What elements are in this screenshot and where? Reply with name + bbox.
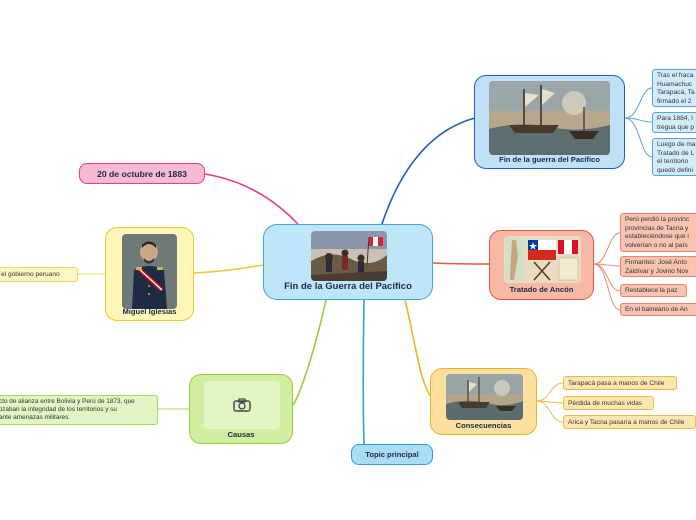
link-tratado-4	[593, 263, 621, 311]
central-topic[interactable]: Fin de la Guerra del Pacífico	[263, 224, 433, 300]
link-fin-3	[624, 117, 653, 158]
date-label: 20 de octubre de 1883	[97, 168, 187, 179]
topic-principal-node[interactable]: Topic principal	[351, 444, 433, 465]
tratado-item-3[interactable]: Restablece la paz	[620, 284, 687, 297]
consecuencias-image	[446, 374, 523, 420]
link-fin-guerra	[381, 117, 476, 225]
link-fin-2	[624, 117, 653, 123]
tratado-item-2[interactable]: Firmantes: José Anto Zaldívar y Jovino N…	[620, 256, 696, 277]
iglesias-node[interactable]: Miguel Iglesias	[105, 227, 194, 321]
link-tratado-1	[593, 232, 621, 265]
consecuencias-item-3[interactable]: Arica y Tacna pasaría a manos de Chile	[563, 415, 696, 429]
causas-node[interactable]: Causas	[189, 374, 293, 444]
link-fin-1	[624, 87, 653, 119]
link-topic	[362, 299, 365, 445]
tratado-item-1[interactable]: Perú perdió la provinc provincias de Tac…	[620, 213, 696, 252]
camera-icon	[233, 398, 251, 412]
fin-guerra-item-2[interactable]: Para 1884, I tregua que p	[652, 112, 696, 133]
tratado-item-4[interactable]: En el balneario de An	[620, 303, 696, 316]
consecuencias-item-2[interactable]: Pérdida de muchas vidas	[563, 396, 654, 410]
central-title: Fin de la Guerra del Pacífico	[284, 281, 412, 292]
fin-guerra-node[interactable]: Fin de la guerra del Pacífico	[474, 75, 625, 169]
consecuencias-item-1[interactable]: Tarapacá pasa a manos de Chile	[563, 376, 677, 390]
consecuencias-title: Consecuencias	[455, 421, 512, 430]
link-tratado	[432, 262, 490, 265]
tratado-title: Tratado de Ancón	[509, 285, 574, 294]
fin-guerra-item-1[interactable]: Tras el fraca Huamachuc Tarapacá, Ta fir…	[652, 69, 696, 107]
naval-battle-image	[489, 81, 610, 155]
causas-detail[interactable]: cto de alianza entre Bolivia y Perú de 1…	[0, 395, 158, 425]
consecuencias-node[interactable]: Consecuencias	[430, 368, 537, 435]
iglesias-portrait	[122, 234, 177, 309]
link-cons-1	[536, 382, 564, 402]
topic-label: Topic principal	[365, 450, 419, 459]
link-causas	[292, 299, 327, 406]
fin-guerra-title: Fin de la guerra del Pacífico	[499, 155, 600, 164]
causas-title: Causas	[227, 430, 255, 439]
iglesias-title: Miguel Iglesias	[122, 307, 177, 316]
link-cons-3	[536, 400, 564, 423]
image-placeholder	[204, 381, 280, 429]
fin-guerra-item-3[interactable]: Luego de ma Tratado de L el territorio q…	[652, 138, 696, 176]
treaty-image	[504, 236, 581, 283]
tratado-node[interactable]: Tratado de Ancón	[489, 230, 594, 300]
battle-image	[311, 231, 387, 281]
link-iglesias	[193, 264, 264, 274]
link-tratado-3	[593, 263, 621, 292]
date-node[interactable]: 20 de octubre de 1883	[79, 163, 205, 184]
link-date	[204, 173, 299, 225]
iglesias-detail[interactable]: el gobierno peruano	[0, 267, 78, 282]
link-consecuencias	[404, 299, 433, 399]
